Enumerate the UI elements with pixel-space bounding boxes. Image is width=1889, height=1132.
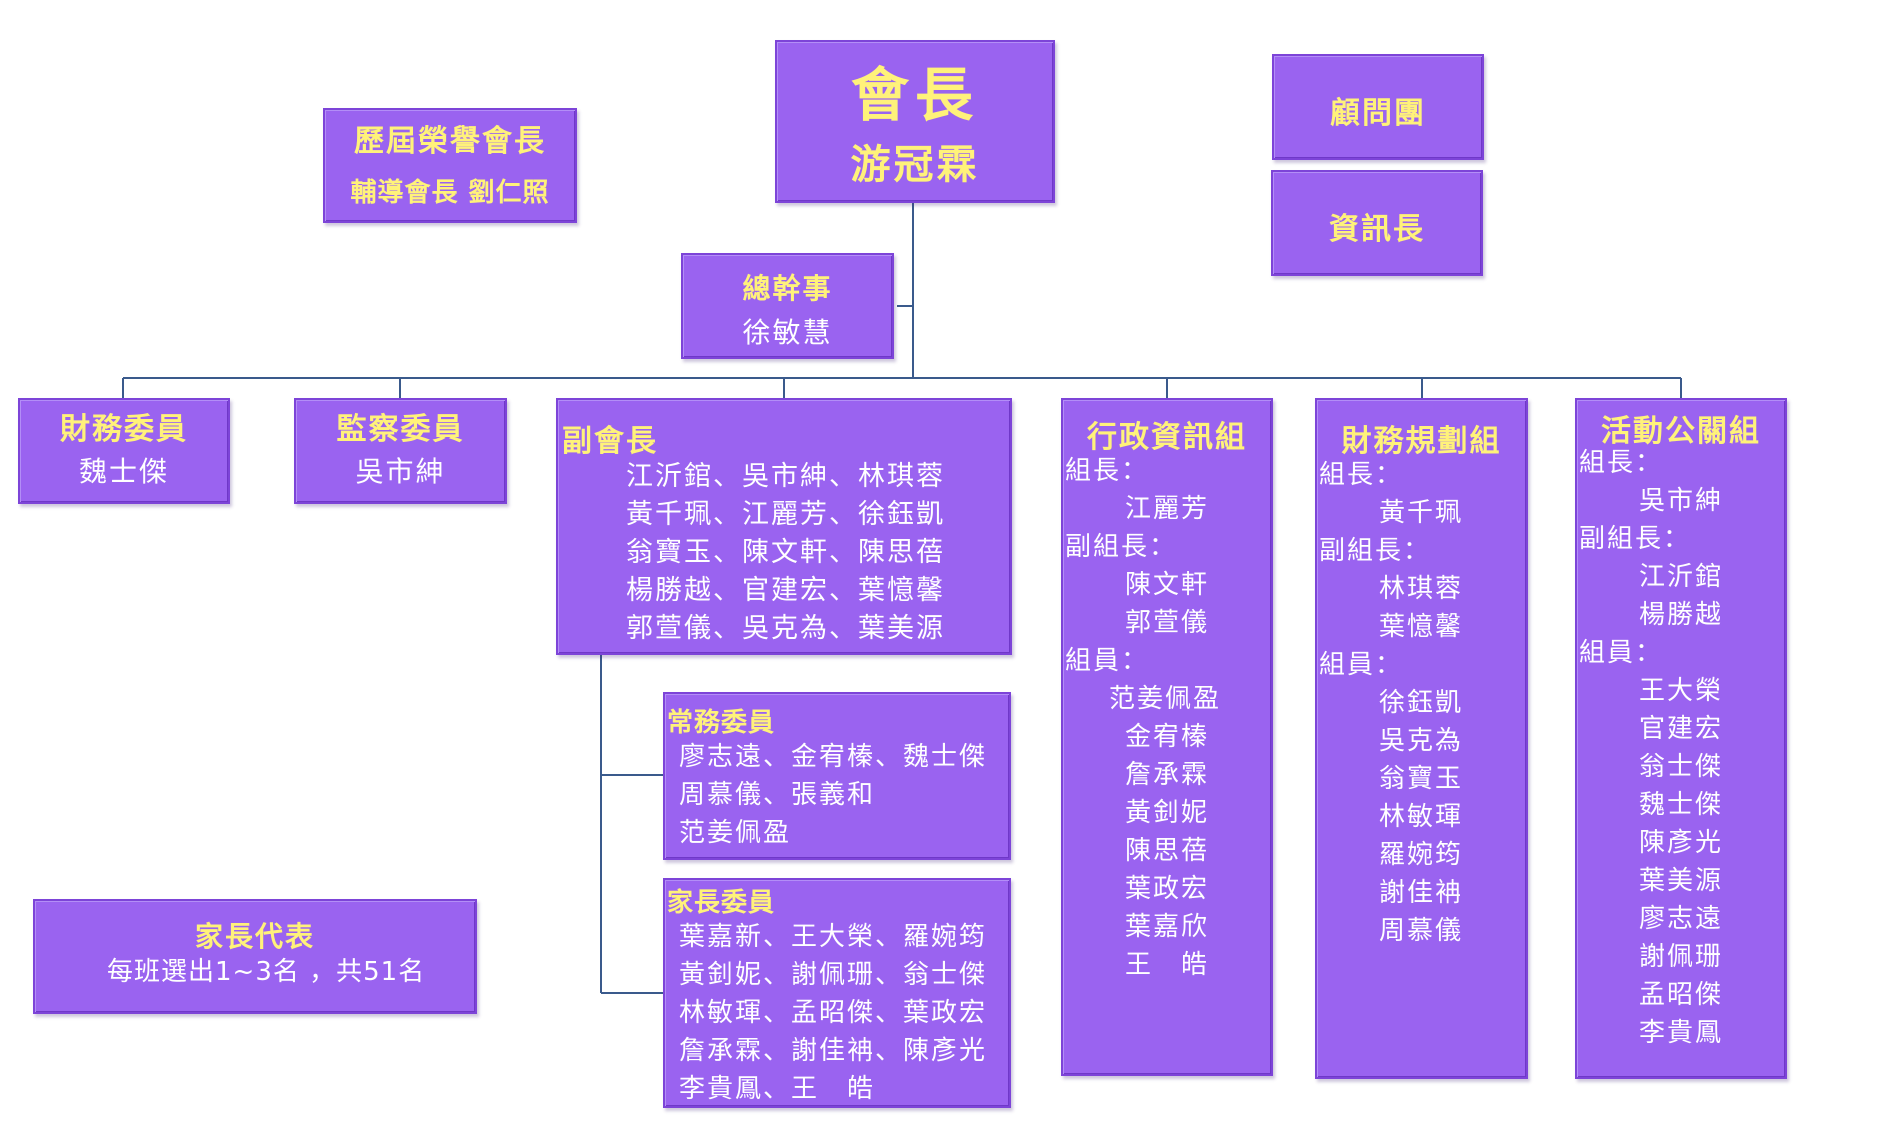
list-item: 周慕儀、張義和 xyxy=(679,780,876,810)
list-item: 楊勝越、官建宏、葉憶馨 xyxy=(626,575,945,606)
admin-group-box: 行政資訊組 組長： 江麗芳 副組長： 陳文軒 郭萱儀 組員： 范姜佩盈 金宥榛 … xyxy=(1061,398,1273,1076)
list-item: 廖志遠、金宥榛、魏士傑 xyxy=(679,742,988,772)
list-item: 江麗芳 xyxy=(1125,494,1210,524)
leader-label: 組長： xyxy=(1319,460,1404,490)
list-item: 翁士傑 xyxy=(1639,752,1724,782)
finance-group-box: 財務規劃組 組長： 黃千珮 副組長： 林琪蓉 葉憶馨 組員： 徐鈺凱 吳克為 翁… xyxy=(1315,398,1528,1079)
deputy-label: 副組長： xyxy=(1319,536,1432,566)
supervisor-box: 監察委員 吳市紳 xyxy=(294,398,507,504)
list-item: 官建宏 xyxy=(1639,714,1724,744)
cio-title: 資訊長 xyxy=(1329,212,1425,247)
activity-group-list: 組長： 吳市紳 副組長： 江沂錧 楊勝越 組員： 王大榮 官建宏 翁士傑 魏士傑… xyxy=(1579,444,1787,1052)
secretary-box: 總幹事 徐敏慧 xyxy=(681,253,894,359)
list-item: 吳克為 xyxy=(1379,726,1464,756)
activity-group-title: 活動公關組 xyxy=(1601,414,1761,449)
honorary-title: 歷屆榮譽會長 xyxy=(354,124,546,159)
list-item: 陳文軒 xyxy=(1125,570,1210,600)
list-item: 黃千珮 xyxy=(1379,498,1464,528)
list-item: 謝佩珊 xyxy=(1639,942,1724,972)
member-label: 組員： xyxy=(1579,638,1664,668)
list-item: 江沂錧 xyxy=(1639,562,1724,592)
deputy-label: 副組長： xyxy=(1579,524,1692,554)
cio-box: 資訊長 xyxy=(1271,170,1483,276)
parent-committee-list: 葉嘉新、王大榮、羅婉筠 黃釗妮、謝佩珊、翁士傑 林敏琿、孟昭傑、葉政宏 詹承霖、… xyxy=(679,918,987,1108)
list-item: 陳思蓓 xyxy=(1125,836,1210,866)
list-item: 謝佳袡 xyxy=(1379,878,1464,908)
advisors-box: 顧問團 xyxy=(1272,54,1484,160)
list-item: 吳市紳 xyxy=(1639,486,1724,516)
member-label: 組員： xyxy=(1319,650,1404,680)
list-item: 詹承霖 xyxy=(1125,760,1210,790)
list-item: 王 皓 xyxy=(1125,950,1210,980)
deputy-label: 副組長： xyxy=(1065,532,1178,562)
admin-group-list: 組長： 江麗芳 副組長： 陳文軒 郭萱儀 組員： 范姜佩盈 金宥榛 詹承霖 黃釗… xyxy=(1065,452,1273,984)
list-item: 周慕儀 xyxy=(1379,916,1464,946)
parent-rep-box: 家長代表 每班選出1~3名 ，共51名 xyxy=(33,899,477,1014)
list-item: 林敏琿、孟昭傑、葉政宏 xyxy=(679,998,988,1028)
list-item: 魏士傑 xyxy=(1639,790,1724,820)
list-item: 林敏琿 xyxy=(1379,802,1464,832)
activity-group-box: 活動公關組 組長： 吳市紳 副組長： 江沂錧 楊勝越 組員： 王大榮 官建宏 翁… xyxy=(1575,398,1787,1079)
parent-committee-title: 家長委員 xyxy=(667,888,776,918)
list-item: 范姜佩盈 xyxy=(679,818,792,848)
president-title: 會長 xyxy=(850,61,979,129)
list-item: 黃千珮、江麗芳、徐鈺凱 xyxy=(626,499,945,530)
list-item: 林琪蓉 xyxy=(1379,574,1464,604)
advisors-title: 顧問團 xyxy=(1330,96,1426,131)
list-item: 孟昭傑 xyxy=(1639,980,1724,1010)
list-item: 金宥榛 xyxy=(1125,722,1210,752)
leader-label: 組長： xyxy=(1579,448,1664,478)
finance-member-name: 魏士傑 xyxy=(78,455,169,488)
list-item: 黃釗妮、謝佩珊、翁士傑 xyxy=(679,960,988,990)
list-item: 楊勝越 xyxy=(1639,600,1724,630)
finance-group-title: 財務規劃組 xyxy=(1341,424,1502,459)
secretary-title: 總幹事 xyxy=(742,272,833,305)
list-item: 葉美源 xyxy=(1639,866,1724,896)
list-item: 范姜佩盈 xyxy=(1109,684,1222,714)
standing-committee-list: 廖志遠、金宥榛、魏士傑 周慕儀、張義和 范姜佩盈 xyxy=(679,738,987,852)
supervisor-title: 監察委員 xyxy=(336,412,465,447)
list-item: 黃釗妮 xyxy=(1125,798,1210,828)
leader-label: 組長： xyxy=(1065,456,1150,486)
list-item: 葉嘉欣 xyxy=(1125,912,1210,942)
list-item: 詹承霖、謝佳袡、陳彥光 xyxy=(679,1036,988,1066)
standing-committee-title: 常務委員 xyxy=(667,708,776,738)
finance-group-list: 組長： 黃千珮 副組長： 林琪蓉 葉憶馨 組員： 徐鈺凱 吳克為 翁寶玉 林敏琿… xyxy=(1319,456,1527,950)
standing-committee-box: 常務委員 廖志遠、金宥榛、魏士傑 周慕儀、張義和 范姜佩盈 xyxy=(663,692,1011,860)
list-item: 徐鈺凱 xyxy=(1379,688,1464,718)
finance-member-title: 財務委員 xyxy=(60,412,188,447)
list-item: 李貴鳳、王 皓 xyxy=(679,1074,876,1104)
secretary-name: 徐敏慧 xyxy=(742,316,833,349)
list-item: 郭萱儀 xyxy=(1125,608,1210,638)
supervisor-name: 吳市紳 xyxy=(355,455,446,488)
list-item: 葉憶馨 xyxy=(1379,612,1464,642)
vice-president-title: 副會長 xyxy=(562,424,658,459)
list-item: 翁寶玉 xyxy=(1379,764,1464,794)
list-item: 李貴鳳 xyxy=(1639,1018,1724,1048)
parent-rep-title: 家長代表 xyxy=(194,920,315,953)
list-item: 翁寶玉、陳文軒、陳思蓓 xyxy=(626,537,945,568)
president-name: 游冠霖 xyxy=(850,142,980,188)
vice-president-box: 副會長 江沂錧、吳市紳、林琪蓉 黃千珮、江麗芳、徐鈺凱 翁寶玉、陳文軒、陳思蓓 … xyxy=(556,398,1012,655)
vice-president-list: 江沂錧、吳市紳、林琪蓉 黃千珮、江麗芳、徐鈺凱 翁寶玉、陳文軒、陳思蓓 楊勝越、… xyxy=(626,458,945,648)
list-item: 江沂錧、吳市紳、林琪蓉 xyxy=(626,461,945,492)
finance-member-box: 財務委員 魏士傑 xyxy=(18,398,230,504)
list-item: 羅婉筠 xyxy=(1379,840,1464,870)
list-item: 葉政宏 xyxy=(1125,874,1210,904)
parent-rep-line: 每班選出1~3名 ，共51名 xyxy=(107,957,426,987)
list-item: 陳彥光 xyxy=(1639,828,1724,858)
member-label: 組員： xyxy=(1065,646,1150,676)
list-item: 廖志遠 xyxy=(1639,904,1724,934)
parent-committee-box: 家長委員 葉嘉新、王大榮、羅婉筠 黃釗妮、謝佩珊、翁士傑 林敏琿、孟昭傑、葉政宏… xyxy=(663,878,1011,1108)
list-item: 王大榮 xyxy=(1639,676,1724,706)
president-box: 會長 游冠霖 xyxy=(775,40,1055,203)
list-item: 葉嘉新、王大榮、羅婉筠 xyxy=(679,922,988,952)
honorary-line: 輔導會長 劉仁照 xyxy=(350,178,550,208)
honorary-box: 歷屆榮譽會長 輔導會長 劉仁照 xyxy=(323,108,577,223)
list-item: 郭萱儀、吳克為、葉美源 xyxy=(626,613,945,644)
admin-group-title: 行政資訊組 xyxy=(1087,420,1247,455)
